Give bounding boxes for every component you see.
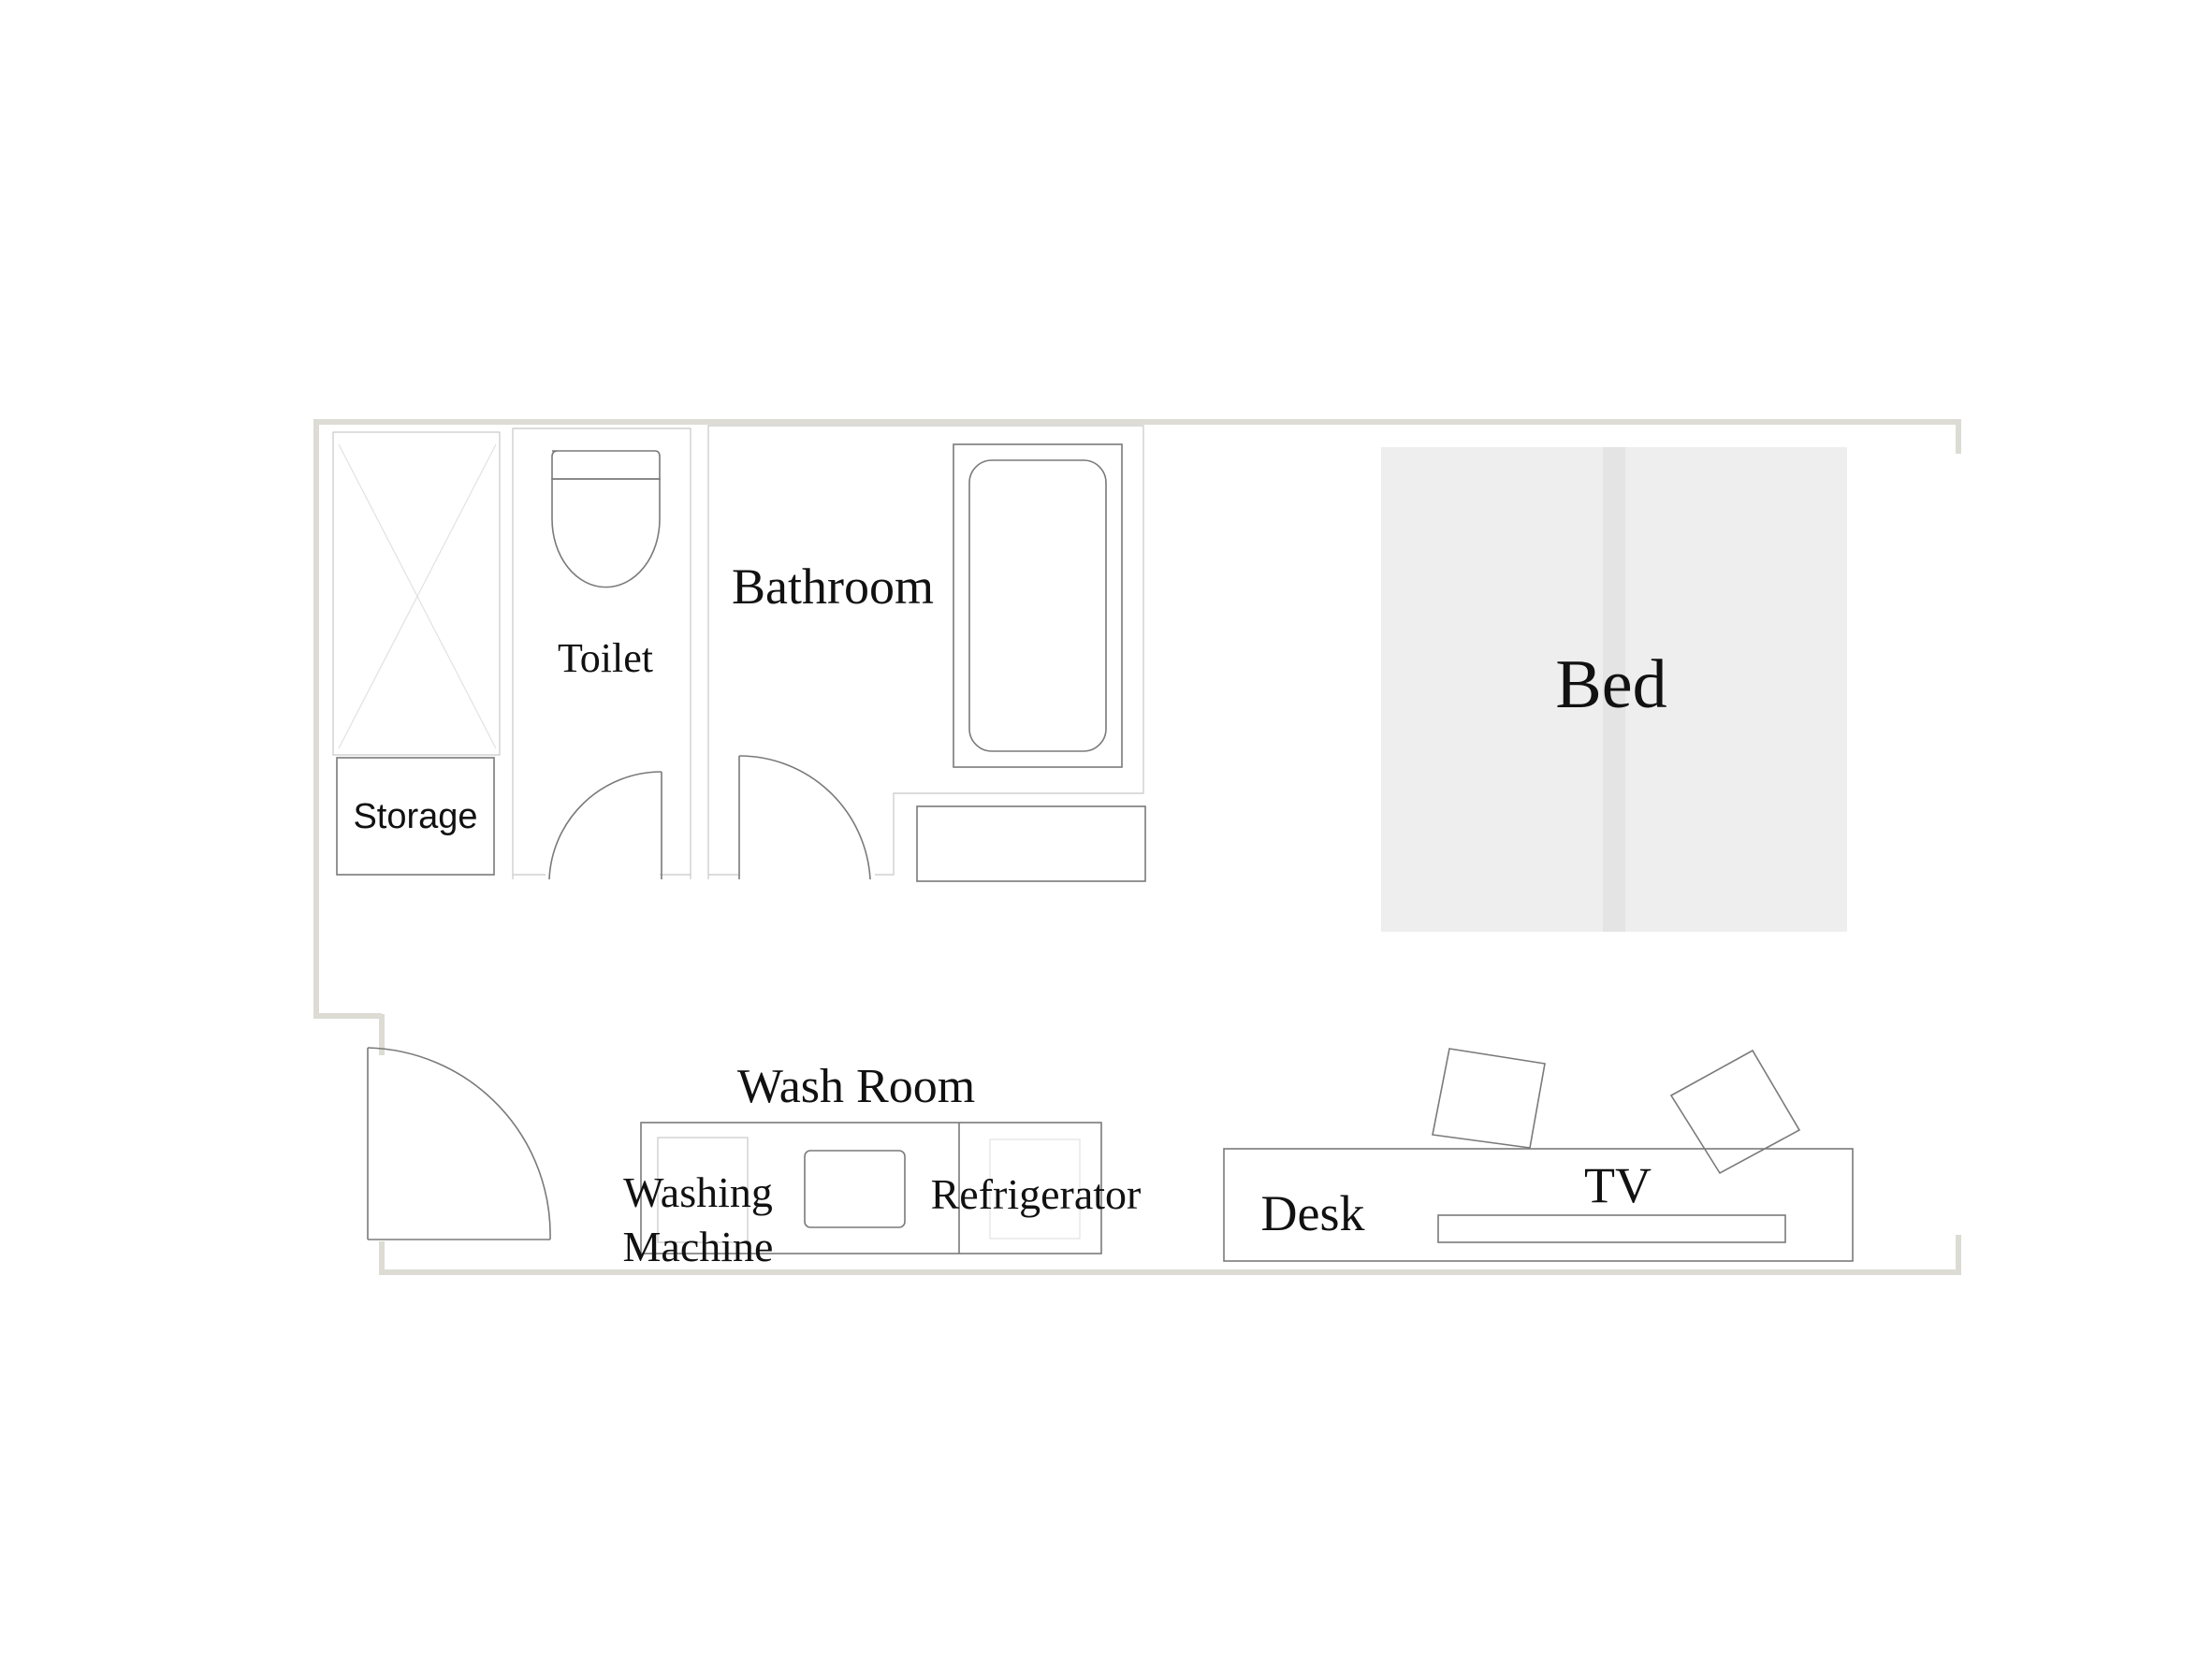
closet: [332, 431, 501, 756]
bathroom-door[interactable]: [738, 755, 871, 880]
tv-label: TV: [1584, 1157, 1652, 1213]
washing-machine[interactable]: Washing Machine: [623, 1137, 774, 1270]
toilet-label: Toilet: [558, 635, 653, 681]
tv[interactable]: TV: [1437, 1157, 1786, 1243]
wash-room-counter: [640, 1122, 1102, 1254]
wash-room-label: Wash Room: [737, 1060, 975, 1113]
bathroom-counter: [916, 805, 1146, 882]
bed[interactable]: Bed: [1381, 447, 1847, 932]
toilet-fixture: [551, 450, 661, 588]
wash-basin[interactable]: [804, 1150, 906, 1228]
washing-machine-label-line1: Washing: [623, 1168, 773, 1216]
bathtub: [953, 443, 1123, 768]
desk[interactable]: Desk: [1223, 1148, 1854, 1262]
bed-label: Bed: [1555, 646, 1666, 723]
chairs: [1432, 1048, 1801, 1175]
storage-label: Storage: [353, 797, 477, 836]
refrigerator[interactable]: Refrigerator: [931, 1138, 1142, 1240]
refrigerator-label: Refrigerator: [931, 1170, 1142, 1218]
entrance-door[interactable]: [367, 1047, 551, 1240]
bathroom-room: [707, 425, 1144, 879]
storage[interactable]: Storage: [336, 757, 495, 876]
toilet-room: [512, 428, 691, 879]
chair: [1432, 1048, 1546, 1149]
washing-machine-label-line2: Machine: [623, 1223, 774, 1270]
bathroom-label: Bathroom: [732, 558, 934, 615]
chair: [1669, 1049, 1801, 1175]
toilet-door[interactable]: [548, 771, 662, 880]
desk-label: Desk: [1261, 1185, 1365, 1241]
